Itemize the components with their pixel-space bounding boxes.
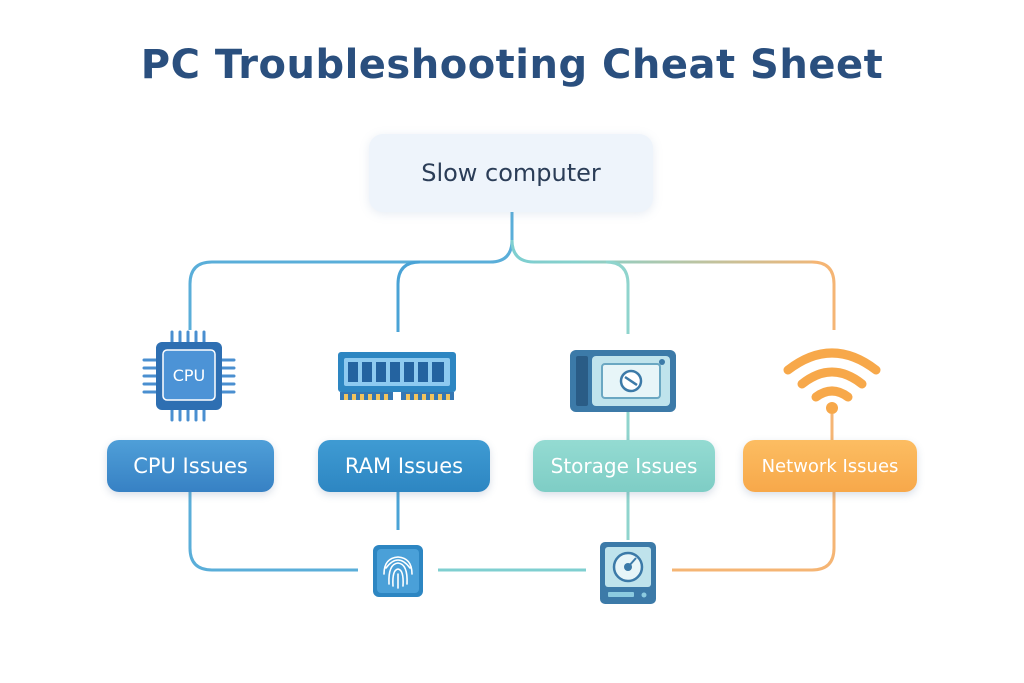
cpu-chip-icon: CPU bbox=[142, 330, 236, 422]
hard-disk-icon bbox=[600, 542, 656, 604]
category-label: Network Issues bbox=[761, 455, 899, 477]
ram-module-icon bbox=[338, 352, 456, 400]
fingerprint-icon bbox=[373, 545, 423, 597]
ssd-drive-icon bbox=[570, 350, 676, 412]
root-node-slow-computer: Slow computer bbox=[369, 134, 653, 212]
wifi-icon bbox=[783, 348, 881, 414]
root-node-label: Slow computer bbox=[421, 159, 601, 187]
category-label: RAM Issues bbox=[344, 454, 464, 478]
category-ram-issues: RAM Issues bbox=[318, 440, 490, 492]
category-storage-issues: Storage Issues bbox=[533, 440, 715, 492]
category-label: Storage Issues bbox=[550, 454, 698, 478]
category-cpu-issues: CPU Issues bbox=[107, 440, 274, 492]
page-title: PC Troubleshooting Cheat Sheet bbox=[140, 42, 884, 88]
category-network-issues: Network Issues bbox=[743, 440, 917, 492]
category-label: CPU Issues bbox=[133, 454, 248, 478]
cpu-chip-label: CPU bbox=[173, 366, 206, 385]
